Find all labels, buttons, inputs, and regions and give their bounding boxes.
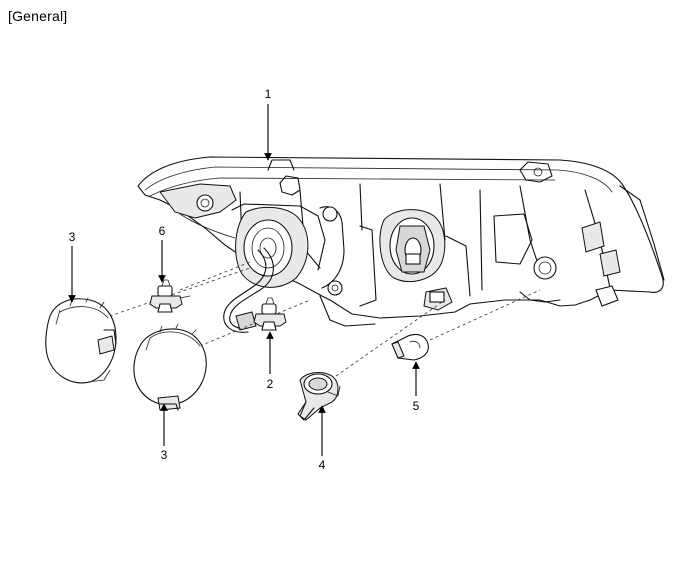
headlamp-housing [137, 156, 665, 333]
section-label: [General] [8, 8, 68, 24]
callout-leaders [68, 104, 420, 456]
dust-cap-left [45, 297, 117, 384]
assembly-guidelines [103, 261, 541, 377]
dust-cap-right [133, 323, 207, 411]
callout-5: 5 [413, 399, 420, 413]
callout-3b: 3 [161, 448, 168, 462]
callout-6: 6 [159, 224, 166, 238]
bulb-2 [253, 297, 287, 331]
bulb-6 [149, 279, 191, 313]
callout-3a: 3 [69, 230, 76, 244]
callout-labels: 1 2 3 3 4 5 6 [69, 87, 420, 472]
wedge-bulb-5 [391, 333, 429, 361]
callout-1: 1 [265, 87, 272, 101]
callout-4: 4 [319, 458, 326, 472]
callout-2: 2 [267, 377, 274, 391]
bulb-socket-4 [297, 372, 341, 421]
